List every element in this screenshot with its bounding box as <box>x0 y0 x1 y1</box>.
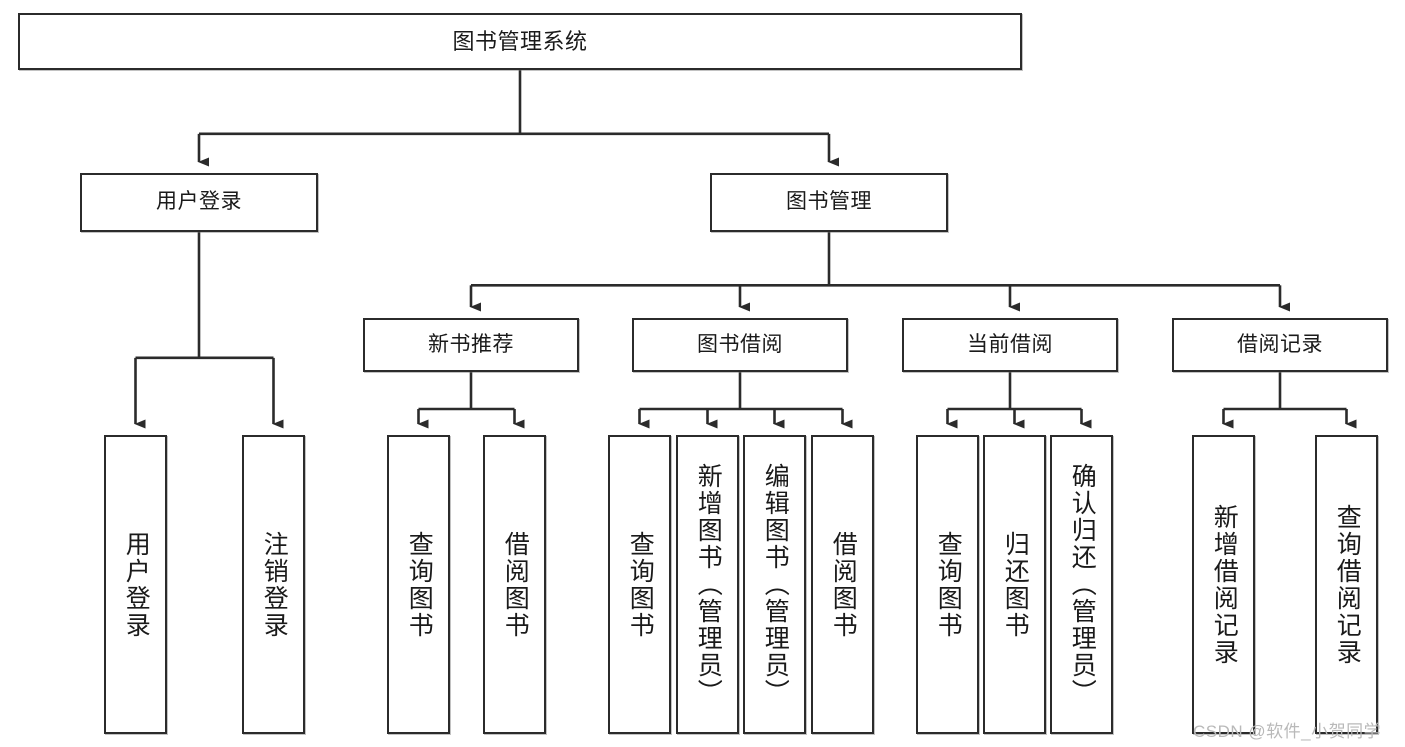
node-leaf-return-book[interactable]: 归还图书 <box>983 435 1046 734</box>
node-label: 图书管理系统 <box>452 28 588 54</box>
node-leaf-user-login[interactable]: 用户登录 <box>104 435 167 734</box>
node-leaf-borrow-book-1[interactable]: 借阅图书 <box>483 435 546 734</box>
node-leaf-query-record[interactable]: 查询借阅记录 <box>1315 435 1378 734</box>
node-label: 图书管理 <box>786 190 872 214</box>
node-book-manage[interactable]: 图书管理 <box>710 173 948 232</box>
node-label: 用户登录 <box>122 530 151 639</box>
node-new-book-recommend[interactable]: 新书推荐 <box>363 318 579 372</box>
node-user-login[interactable]: 用户登录 <box>80 173 318 232</box>
node-current-borrow[interactable]: 当前借阅 <box>902 318 1118 372</box>
node-root[interactable]: 图书管理系统 <box>18 13 1022 70</box>
node-leaf-add-record[interactable]: 新增借阅记录 <box>1192 435 1255 734</box>
node-leaf-confirm-return[interactable]: 确认归还（管理员） <box>1050 435 1113 734</box>
node-label: 确认归还（管理员） <box>1068 463 1097 706</box>
node-leaf-query-book-3[interactable]: 查询图书 <box>916 435 979 734</box>
node-label: 查询图书 <box>626 530 655 639</box>
node-leaf-query-book-1[interactable]: 查询图书 <box>387 435 450 734</box>
node-label: 编辑图书（管理员） <box>761 463 790 706</box>
node-label: 注销登录 <box>260 530 289 639</box>
node-label: 借阅记录 <box>1237 332 1323 356</box>
node-label: 借阅图书 <box>829 530 858 639</box>
node-label: 当前借阅 <box>967 332 1053 356</box>
csdn-watermark: CSDN @软件_小贺同学 <box>1193 722 1382 741</box>
node-label: 查询图书 <box>934 530 963 639</box>
node-label: 新书推荐 <box>428 332 514 356</box>
node-label: 查询图书 <box>405 530 434 639</box>
node-borrow-record[interactable]: 借阅记录 <box>1172 318 1388 372</box>
node-leaf-borrow-book-2[interactable]: 借阅图书 <box>811 435 874 734</box>
node-leaf-add-book[interactable]: 新增图书（管理员） <box>676 435 739 734</box>
node-leaf-logout[interactable]: 注销登录 <box>242 435 305 734</box>
node-label: 图书借阅 <box>697 332 783 356</box>
node-label: 借阅图书 <box>501 530 530 639</box>
node-label: 归还图书 <box>1001 530 1030 639</box>
node-label: 新增借阅记录 <box>1210 503 1239 666</box>
node-label: 用户登录 <box>156 190 242 214</box>
node-label: 查询借阅记录 <box>1333 503 1362 666</box>
node-label: 新增图书（管理员） <box>694 463 723 706</box>
node-book-borrow[interactable]: 图书借阅 <box>632 318 848 372</box>
node-leaf-edit-book[interactable]: 编辑图书（管理员） <box>743 435 806 734</box>
node-leaf-query-book-2[interactable]: 查询图书 <box>608 435 671 734</box>
